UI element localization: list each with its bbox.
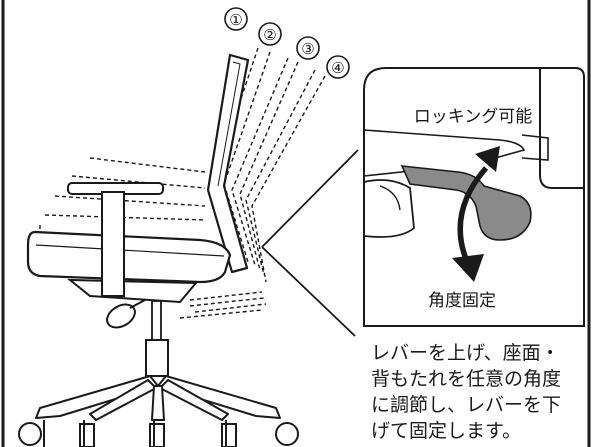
lever-inset: ロッキング可能 角度固定 [363,67,585,327]
position-marker-3: ③ [296,36,320,60]
backrest [206,53,250,274]
description-line-4: げて固定します。 [371,420,521,442]
position-marker-4: ④ [326,55,350,79]
gas-column [145,300,169,377]
position-marker-1: ① [224,7,248,31]
callout-lines [261,149,359,337]
height-lever [106,299,146,329]
locking-label: ロッキング可能 [414,107,533,127]
description-line-2: 背もたれを任意の角度 [371,368,561,390]
lever-paddle [400,165,532,241]
position-markers: ① ② ③ ④ [224,7,350,79]
armrest [67,182,164,297]
description: レバーを上げ、座面・ 背もたれを任意の角度 に調節し、レバーを下 げて固定します… [371,342,561,442]
angle-fixed-label: 角度固定 [428,291,496,311]
position-label-3: ③ [301,40,314,58]
description-line-1: レバーを上げ、座面・ [371,342,560,364]
position-label-4: ④ [331,59,344,77]
seat [26,230,232,304]
position-label-1: ① [229,11,242,29]
chair-base [35,375,281,421]
description-line-3: に調節し、レバーを下 [371,394,561,416]
casters [18,420,299,447]
position-marker-2: ② [258,22,282,46]
position-label-2: ② [263,26,276,44]
tilt-arrow [452,146,500,282]
